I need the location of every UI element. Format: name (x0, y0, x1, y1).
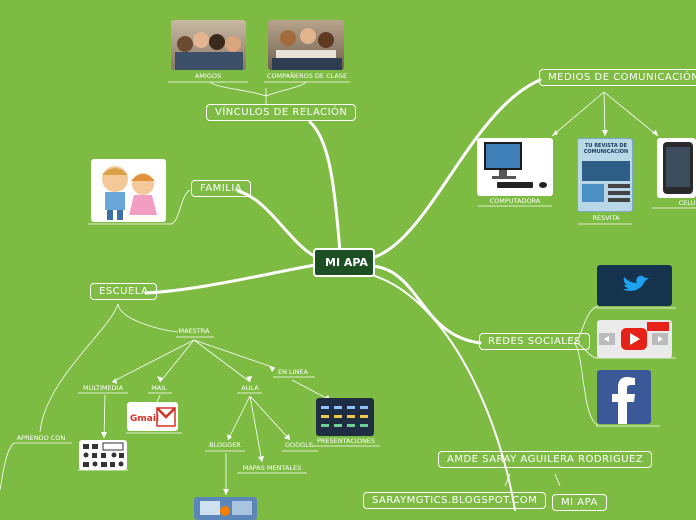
label-maestra: MAESTRA (178, 327, 210, 335)
label-multimedia: MULTIMEDIA (82, 384, 124, 392)
label-amigos: AMIGOS (194, 72, 222, 80)
multimedia-image (79, 440, 127, 470)
label-celu: CELU (678, 199, 696, 207)
label-computadora: COMPUTADORA (489, 197, 541, 205)
label-presentaciones: PRESENTACIONES (316, 437, 376, 445)
label-en-linea: EN LINEA (278, 368, 308, 376)
node-mi-apa-bottom[interactable]: MI APA (552, 494, 607, 511)
node-escuela[interactable]: ESCUELA (90, 283, 158, 300)
label-mail: MAIL (151, 384, 167, 392)
revista-title: TU REVISTA DE COMUNICACION (583, 143, 629, 155)
node-medios[interactable]: MEDIOS DE COMUNICACIÓN (539, 69, 696, 86)
author-name[interactable]: AMDE SARAY AGUILERA RODRIGUEZ (438, 451, 653, 468)
companeros-image (268, 20, 344, 70)
twitter-icon (597, 265, 672, 306)
revista-image: TU REVISTA DE COMUNICACION (577, 138, 633, 212)
familia-image (91, 159, 166, 222)
computadora-image (477, 138, 553, 196)
central-topic[interactable]: MI APA (313, 248, 375, 277)
node-vinculos[interactable]: VÍNCULOS DE RELACIÓN (206, 104, 357, 121)
label-aula: AULA (241, 384, 259, 392)
svg-text:Gmail: Gmail (130, 414, 159, 424)
label-google: GOOGLE (284, 441, 314, 449)
gmail-image: Gmail (127, 402, 178, 431)
youtube-icon (597, 320, 672, 358)
label-aprendo-con: APRENDO CON (16, 434, 66, 442)
label-companeros: COMPAÑEROS DE CLASE (266, 72, 348, 80)
label-blogger: BLOGGER (209, 441, 241, 449)
celular-image (657, 138, 696, 198)
label-mapas-mentales: MAPAS MENTALES (242, 464, 302, 472)
presentaciones-image (316, 398, 374, 436)
blogger-image (194, 497, 257, 520)
author-blog-link[interactable]: SARAYMGTICS.BLOGSPOT.COM (363, 492, 547, 509)
node-familia[interactable]: FAMILIA (191, 180, 252, 197)
label-resvita: RESVITA (592, 214, 620, 222)
amigos-image (171, 20, 246, 70)
facebook-icon (597, 370, 651, 424)
node-redes[interactable]: REDES SOCIALES (479, 333, 591, 350)
